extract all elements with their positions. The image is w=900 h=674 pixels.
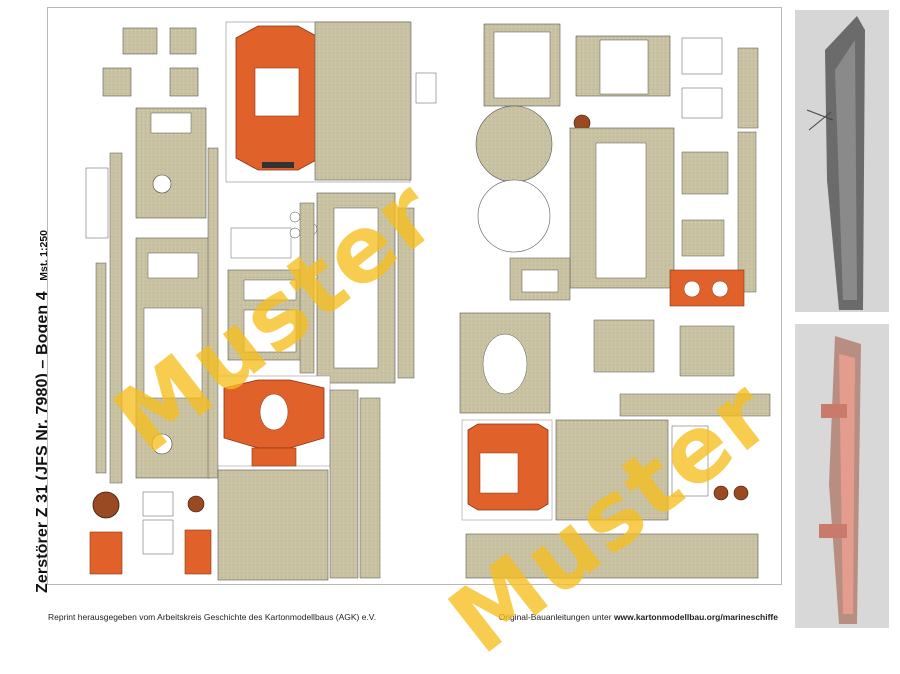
footer-link[interactable]: www.kartonmodellbau.org/marineschiffe (613, 612, 778, 622)
model-photo-top-image (795, 10, 889, 312)
footer-credit: Reprint herausgegeben vom Arbeitskreis G… (48, 612, 377, 622)
footer-link-line: Original-Bauanleitungen unter www.karton… (499, 612, 778, 622)
part-group-right (459, 23, 771, 579)
part-orange-top (225, 21, 412, 183)
part-group-middle (227, 72, 437, 384)
model-photo-bottom-image (795, 324, 889, 628)
footer-link-prefix: Original-Bauanleitungen unter (498, 612, 614, 622)
parts-artwork (85, 21, 771, 581)
model-photo-top (795, 10, 889, 312)
parts-sheet (47, 7, 782, 585)
part-group-top-left (85, 27, 219, 484)
part-group-bottom-left (89, 491, 212, 575)
part-orange-lower (217, 375, 381, 581)
model-photo-bottom (795, 324, 889, 628)
